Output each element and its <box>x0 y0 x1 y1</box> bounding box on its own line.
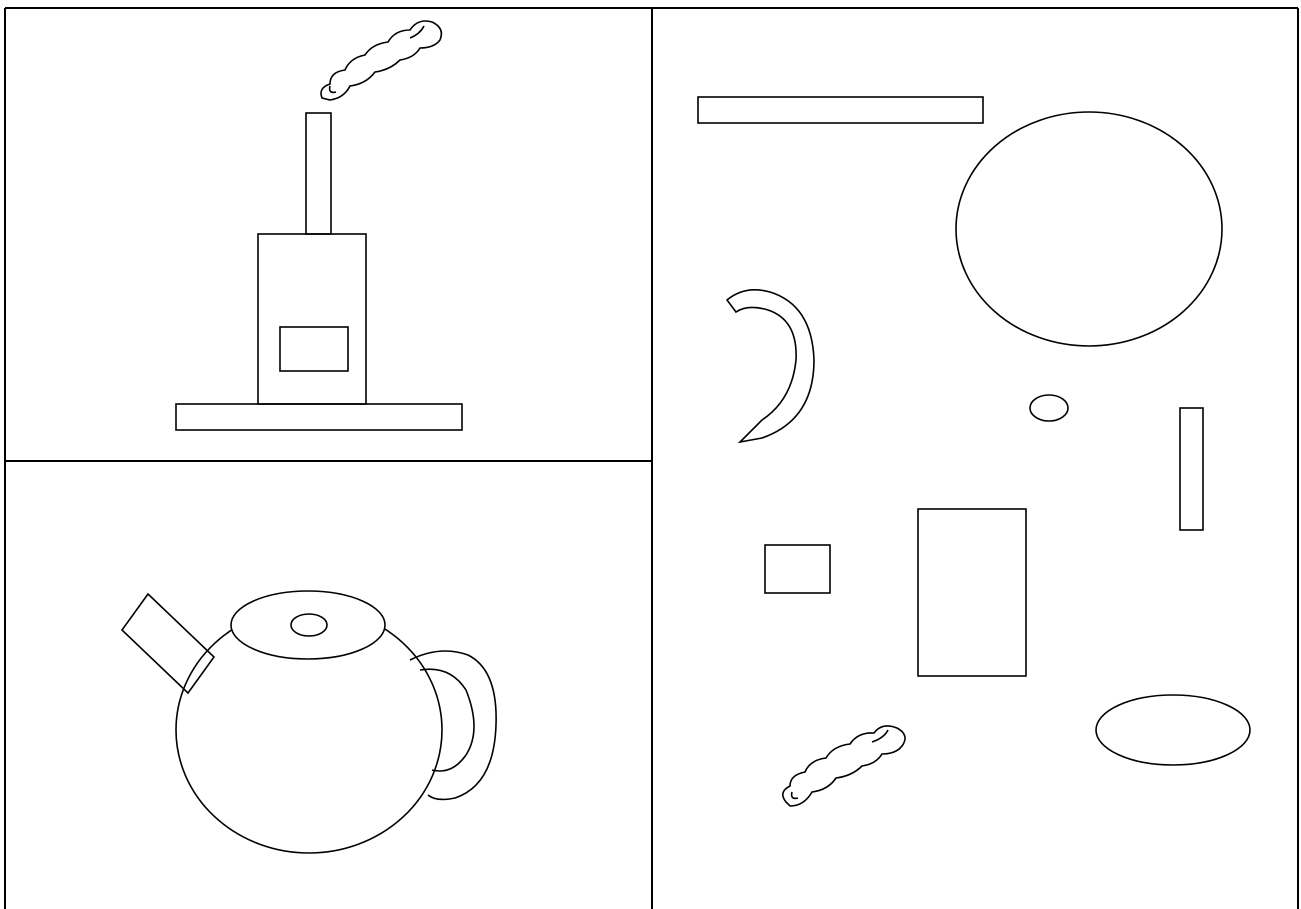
stove-smoke-cloud <box>321 21 441 100</box>
long-bar <box>698 97 983 123</box>
wide-ellipse <box>1096 695 1250 765</box>
teapot-handle-inner <box>420 669 474 771</box>
small-rectangle <box>765 545 830 593</box>
small-oval <box>1030 395 1068 421</box>
teapot-handle <box>410 651 496 799</box>
chimney-pipe <box>306 113 331 234</box>
stove-smoke-curl <box>330 26 424 92</box>
loose-smoke-cloud <box>783 726 905 806</box>
large-ellipse <box>956 112 1222 346</box>
stove-body <box>258 234 366 404</box>
teapot-panel <box>122 591 496 853</box>
crescent <box>727 290 814 442</box>
teapot-lid <box>231 591 385 659</box>
panel-frame <box>5 8 1298 909</box>
loose-smoke-curl <box>792 730 888 798</box>
stove-base-plate <box>176 404 462 430</box>
stove-panel <box>176 21 462 430</box>
thin-vertical-bar <box>1180 408 1203 530</box>
tall-rectangle <box>918 509 1026 676</box>
loose-shapes-panel <box>698 97 1250 806</box>
stove-door <box>280 327 348 371</box>
teapot-spout <box>122 594 214 693</box>
